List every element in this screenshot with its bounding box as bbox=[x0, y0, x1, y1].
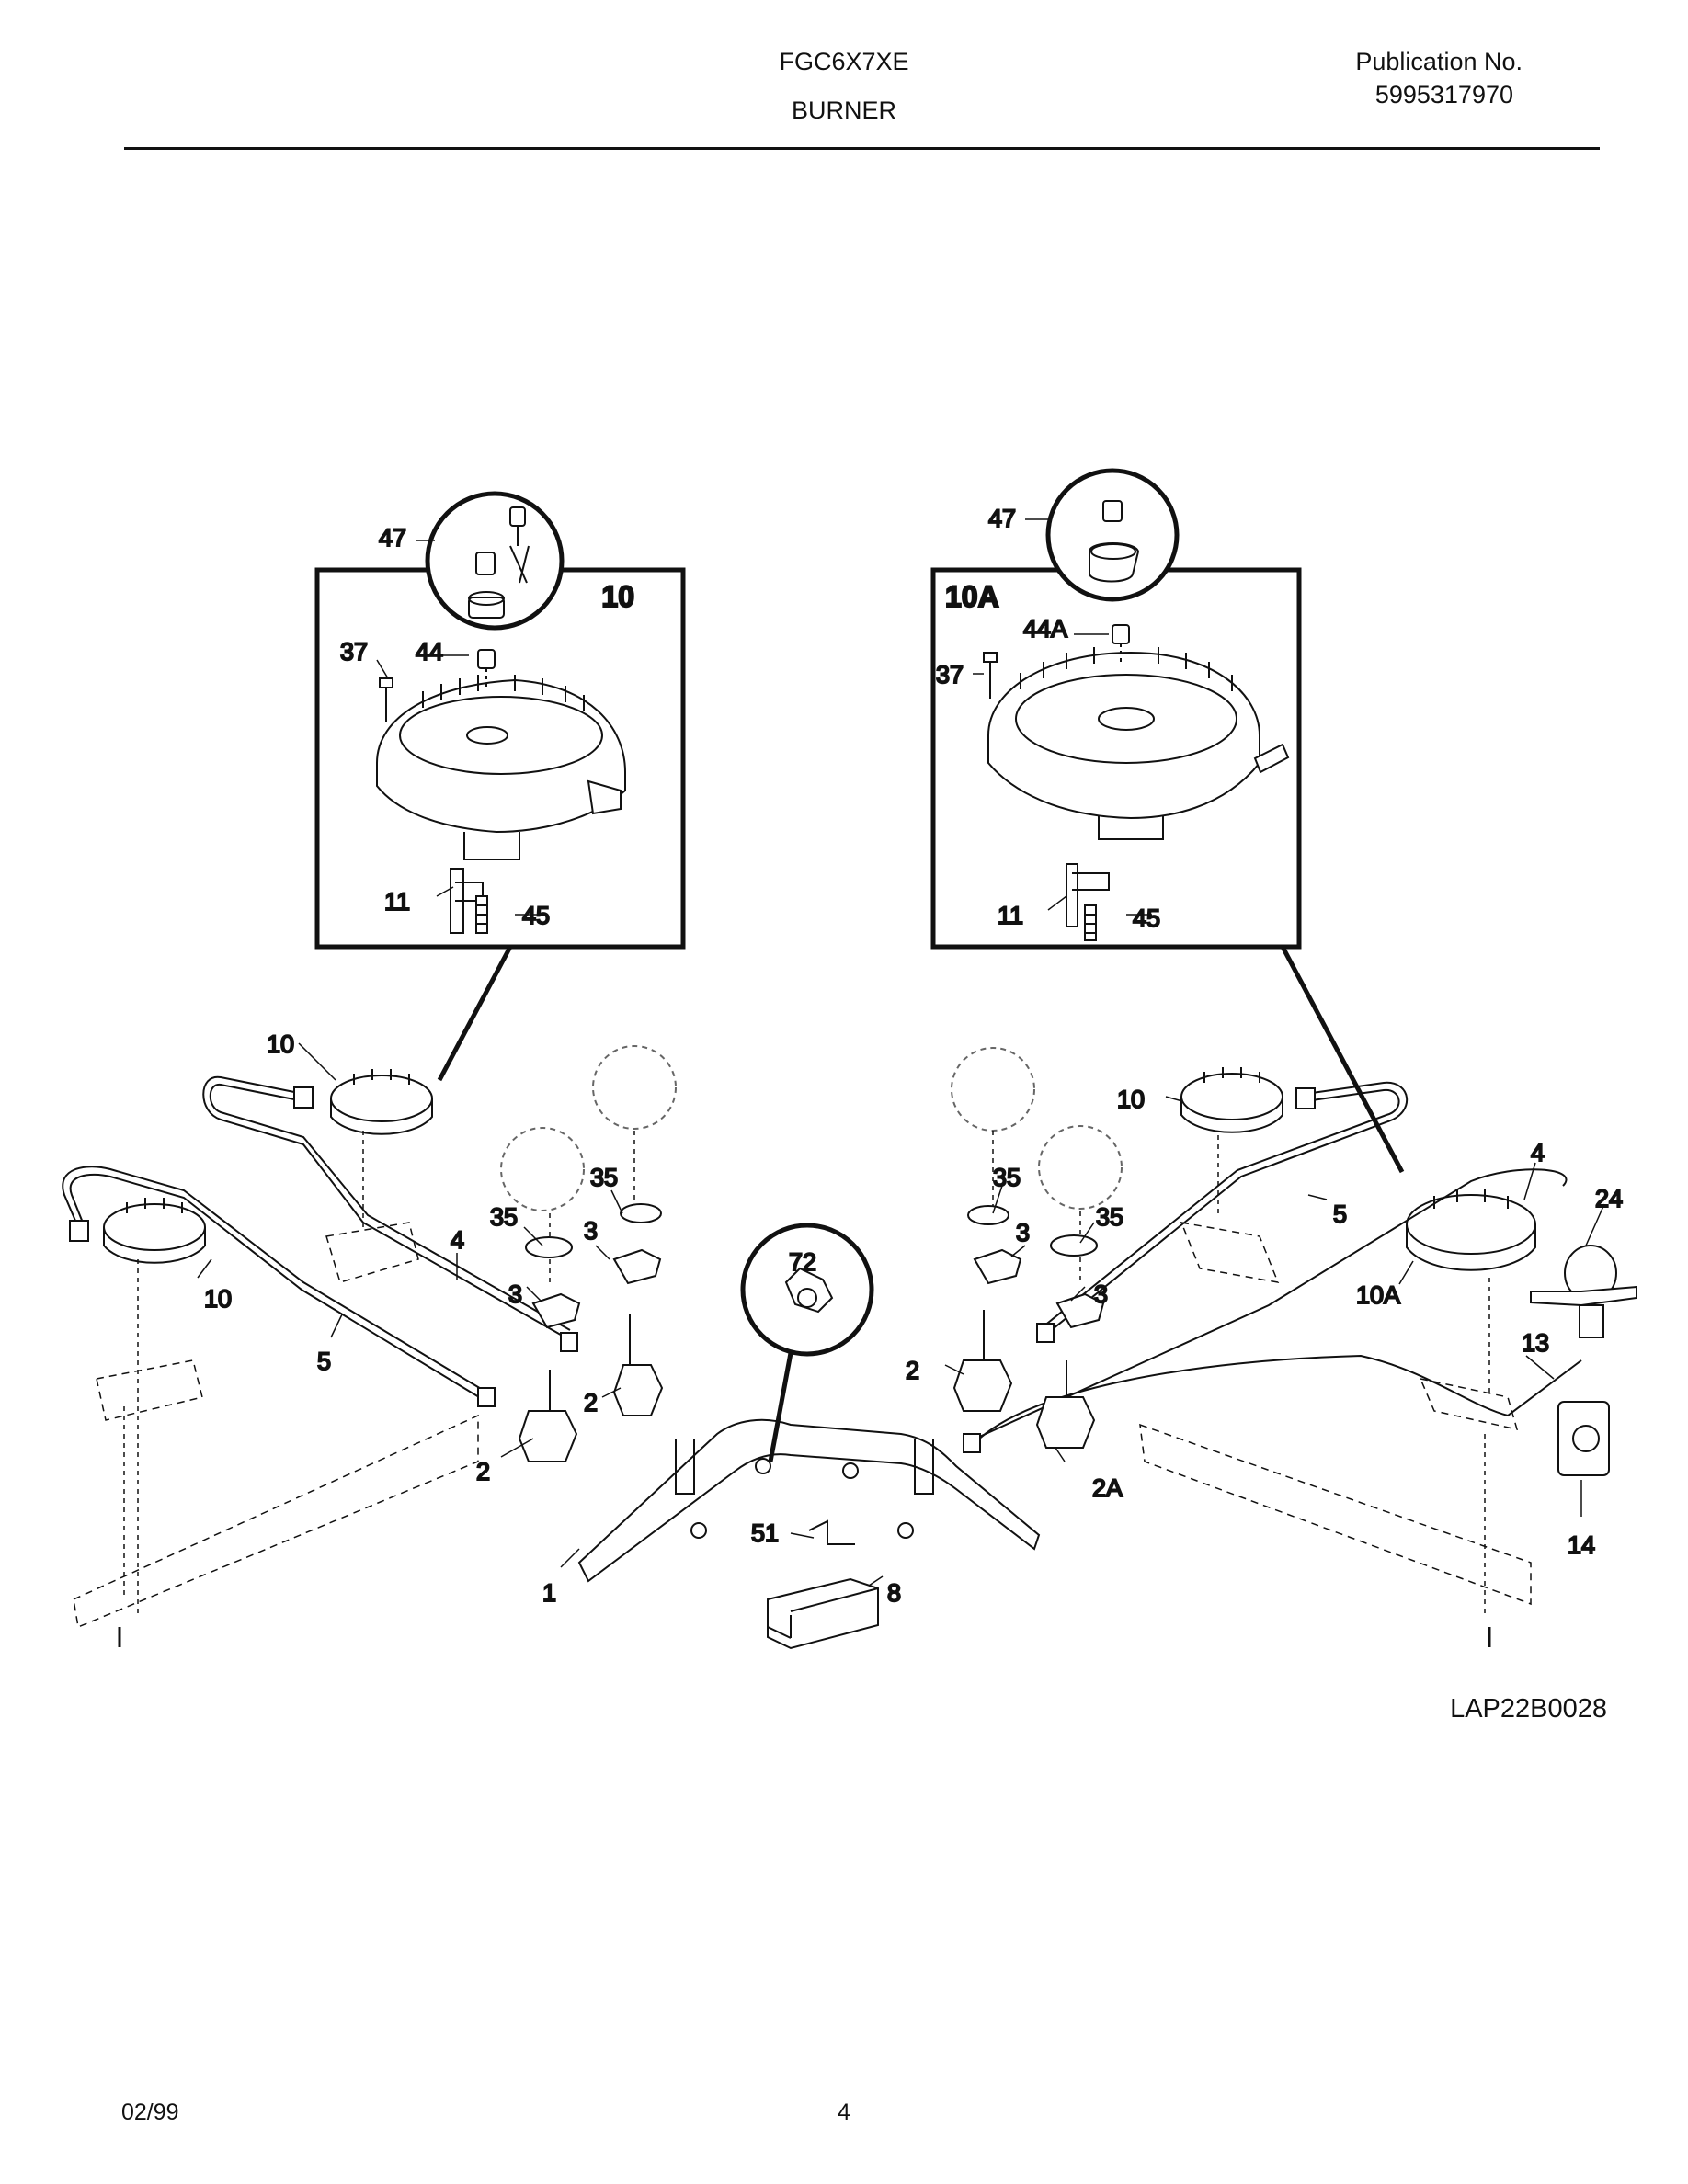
header-rule bbox=[124, 147, 1600, 150]
label-2A: 2A bbox=[1092, 1474, 1123, 1502]
screw-44 bbox=[477, 649, 496, 689]
bracket-3-c bbox=[973, 1248, 1022, 1285]
label-3-a: 3 bbox=[584, 1217, 598, 1245]
label-3-b: 3 bbox=[1016, 1219, 1030, 1246]
frame-dashed bbox=[73, 1222, 1532, 1629]
screw-44A bbox=[1112, 624, 1130, 662]
valve-2A bbox=[1035, 1360, 1096, 1449]
seal-35-c bbox=[967, 1205, 1009, 1225]
main-assembly bbox=[62, 1045, 1637, 1650]
page-number: 4 bbox=[838, 2099, 850, 2125]
valve-14 bbox=[1557, 1401, 1610, 1476]
label-24: 24 bbox=[1595, 1185, 1623, 1212]
spark-module-8 bbox=[767, 1577, 879, 1650]
detail-box-10A bbox=[930, 567, 1302, 950]
label-10A: 10A bbox=[1356, 1281, 1400, 1309]
label-35-d: 35 bbox=[1096, 1203, 1123, 1231]
label-35-b: 35 bbox=[993, 1164, 1021, 1191]
label-44A: 44A bbox=[1023, 615, 1067, 643]
gas-tube-4-left bbox=[202, 1075, 566, 1338]
seal-35-a bbox=[620, 1203, 662, 1223]
label-72: 72 bbox=[789, 1248, 816, 1276]
label-3-c: 3 bbox=[508, 1280, 522, 1308]
burner-head-10-left bbox=[103, 1198, 206, 1264]
burner-head-10-top-left bbox=[330, 1069, 433, 1135]
burner-base-10A bbox=[987, 647, 1290, 840]
screw-37 bbox=[379, 677, 393, 722]
detail-box-10 bbox=[314, 567, 686, 950]
label-37-left: 37 bbox=[340, 638, 368, 665]
burner-base-10 bbox=[376, 675, 626, 860]
label-14: 14 bbox=[1568, 1531, 1595, 1559]
gas-tube-5-left bbox=[62, 1166, 488, 1393]
label-35-a: 35 bbox=[590, 1164, 618, 1191]
leader-lines bbox=[197, 1042, 1605, 1587]
label-4-left: 4 bbox=[451, 1226, 464, 1254]
seal-35-b bbox=[525, 1236, 573, 1258]
bracket-3-a bbox=[612, 1248, 662, 1285]
screw-37-right bbox=[983, 652, 998, 699]
regulator-24 bbox=[1530, 1245, 1637, 1338]
label-4-right: 4 bbox=[1531, 1139, 1545, 1166]
label-5-left: 5 bbox=[317, 1348, 331, 1375]
gas-tube-13 bbox=[974, 1354, 1582, 1444]
detail-circle-47-right bbox=[1025, 468, 1180, 602]
label-10-left: 10 bbox=[204, 1285, 232, 1313]
valve-2-b bbox=[518, 1370, 578, 1462]
label-45-left: 45 bbox=[522, 902, 550, 929]
publication-label: Publication No. bbox=[1355, 48, 1523, 75]
label-35-c: 35 bbox=[490, 1203, 518, 1231]
label-8: 8 bbox=[887, 1579, 901, 1607]
publication-number: 5995317970 bbox=[1374, 81, 1513, 108]
diagram-code: LAP22B0028 bbox=[1450, 1694, 1607, 1723]
seal-35-d bbox=[1050, 1234, 1098, 1257]
detail-circle-47-left bbox=[416, 491, 565, 631]
label-1: 1 bbox=[542, 1579, 556, 1607]
label-10-top-right: 10 bbox=[1117, 1086, 1145, 1113]
bracket-51 bbox=[808, 1519, 855, 1545]
label-47-right: 47 bbox=[988, 505, 1016, 532]
valve-2-a bbox=[612, 1314, 664, 1416]
electrode-11-right bbox=[1066, 863, 1110, 927]
box-title-10: 10 bbox=[601, 580, 634, 613]
electrode-11 bbox=[450, 868, 484, 934]
bracket-3-b bbox=[531, 1292, 581, 1329]
label-11-left: 11 bbox=[384, 888, 410, 916]
screw-45-right bbox=[1084, 904, 1097, 941]
model-number: FGC6X7XE bbox=[779, 48, 909, 75]
label-10-top-left: 10 bbox=[267, 1030, 294, 1058]
label-11-right: 11 bbox=[998, 902, 1023, 929]
label-51: 51 bbox=[751, 1519, 779, 1547]
label-47-left: 47 bbox=[379, 524, 406, 552]
valve-2-c bbox=[952, 1310, 1013, 1412]
label-5-right: 5 bbox=[1333, 1200, 1347, 1228]
gas-tube-4-right bbox=[1047, 1081, 1408, 1334]
label-44: 44 bbox=[416, 638, 443, 665]
label-3-d: 3 bbox=[1094, 1280, 1108, 1308]
label-13: 13 bbox=[1522, 1329, 1549, 1357]
label-2-b: 2 bbox=[584, 1389, 598, 1416]
label-37-right: 37 bbox=[936, 661, 964, 688]
label-2-a: 2 bbox=[906, 1357, 919, 1384]
burner-head-10-top-right bbox=[1180, 1067, 1283, 1133]
burner-head-10A bbox=[1406, 1189, 1536, 1271]
gas-tube-5-right bbox=[964, 1168, 1568, 1444]
detail-circle-72 bbox=[740, 1223, 874, 1462]
alignment-guides bbox=[123, 1131, 1490, 1618]
footer-date: 02/99 bbox=[121, 2099, 179, 2125]
box-title-10A: 10A bbox=[945, 580, 999, 613]
label-45-right: 45 bbox=[1133, 904, 1160, 932]
section-title: BURNER bbox=[791, 97, 896, 124]
label-2-c: 2 bbox=[476, 1458, 490, 1485]
bracket-3-d bbox=[1055, 1292, 1105, 1329]
screw-45 bbox=[475, 895, 488, 934]
